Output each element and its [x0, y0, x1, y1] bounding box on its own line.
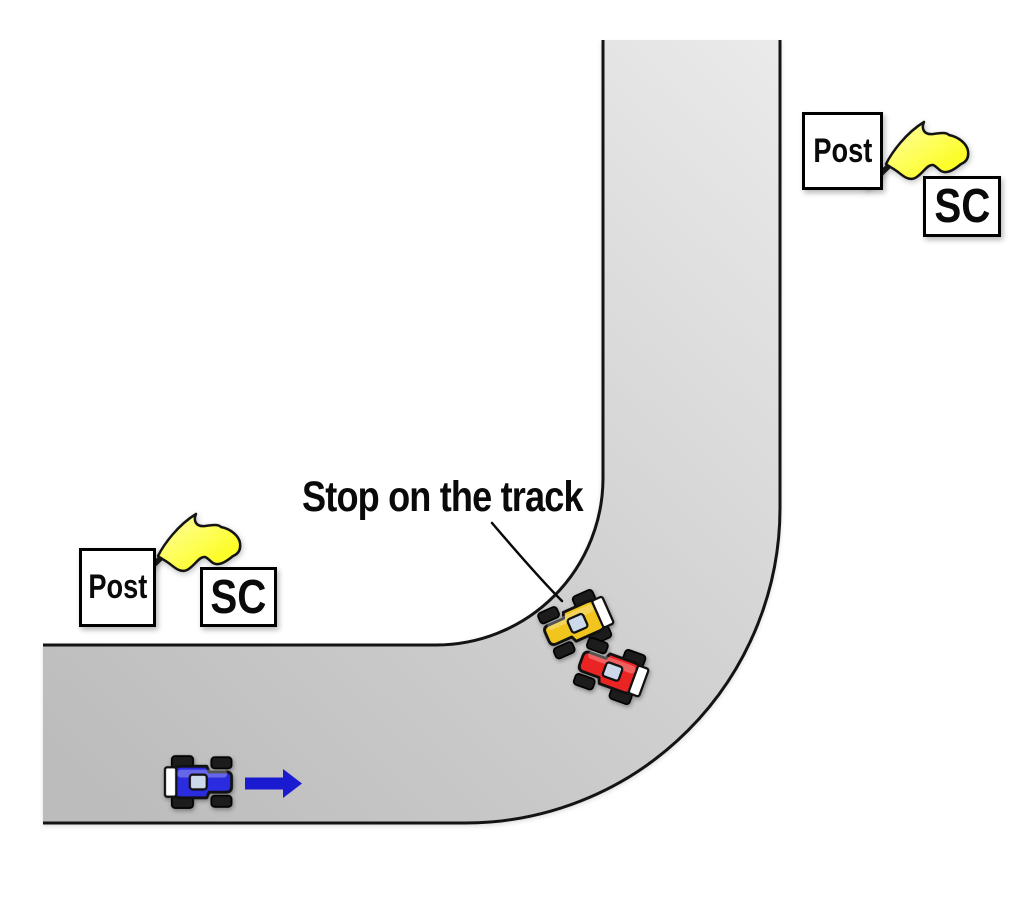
sc-box-exit-label: SC — [933, 180, 991, 233]
track-inner-edge — [43, 40, 605, 647]
sc-box-approach-label: SC — [210, 570, 267, 624]
post-box-exit: Post — [802, 112, 883, 190]
sc-box-exit: SC — [923, 176, 1001, 237]
post-box-exit-label: Post — [813, 131, 872, 170]
track-outer-edge — [43, 40, 782, 825]
annotation-stop-on-track: Stop on the track — [302, 473, 584, 521]
direction-arrow-icon — [245, 769, 302, 798]
sc-box-approach: SC — [200, 567, 277, 627]
post-box-approach: Post — [79, 548, 156, 627]
post-box-approach-label: Post — [88, 568, 147, 606]
race-track-surface — [43, 40, 780, 823]
annotation-pointer-line — [490, 521, 564, 603]
